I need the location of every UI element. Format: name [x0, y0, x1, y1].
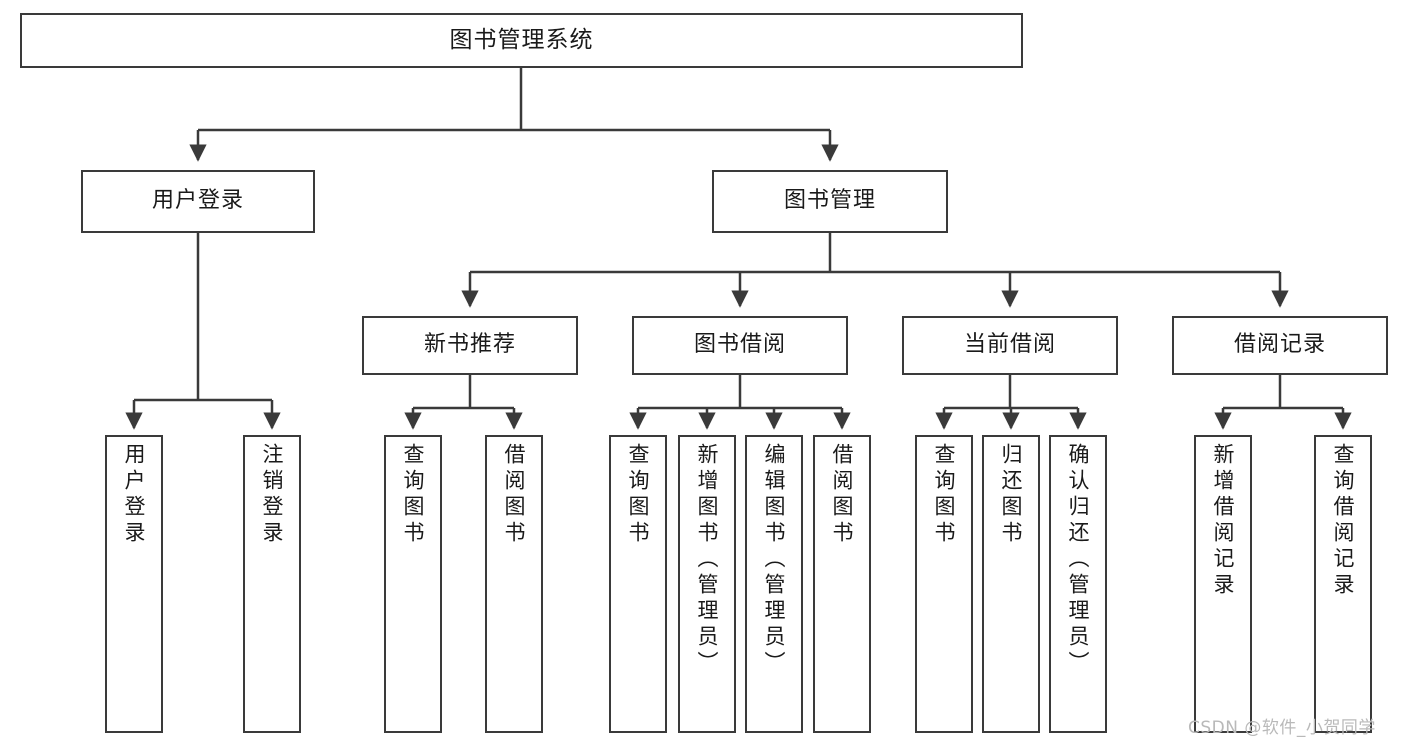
leaf-return-book[interactable]: 归还图书	[982, 435, 1040, 733]
leaf-borrow-book[interactable]: 借阅图书	[813, 435, 871, 733]
node-label: 用户登录	[151, 188, 244, 214]
node-book-manage[interactable]: 图书管理	[712, 170, 948, 233]
leaf-query-borrow-record[interactable]: 查询借阅记录	[1314, 435, 1372, 733]
leaf-query-book-current[interactable]: 查询图书	[915, 435, 973, 733]
node-label: 查询图书	[932, 443, 957, 547]
node-label: 图书管理	[783, 188, 876, 214]
leaf-borrow-book-recommend[interactable]: 借阅图书	[485, 435, 543, 733]
node-user-login[interactable]: 用户登录	[81, 170, 315, 233]
node-label: 借阅图书	[502, 443, 527, 547]
node-label: 新增图书（管理员）	[695, 443, 720, 677]
leaf-user-login[interactable]: 用户登录	[105, 435, 163, 733]
node-label: 查询图书	[626, 443, 651, 547]
node-borrow-record[interactable]: 借阅记录	[1172, 316, 1388, 375]
node-label: 借阅图书	[830, 443, 855, 547]
node-label: 借阅记录	[1233, 332, 1326, 358]
node-label: 确认归还（管理员）	[1066, 443, 1091, 677]
csdn-watermark: CSDN @软件_小贺同学	[1188, 718, 1376, 738]
leaf-add-borrow-record[interactable]: 新增借阅记录	[1194, 435, 1252, 733]
node-label: 新增借阅记录	[1211, 443, 1236, 599]
node-label: 用户登录	[122, 443, 147, 547]
node-label: 图书借阅	[693, 332, 786, 358]
leaf-confirm-return-admin[interactable]: 确认归还（管理员）	[1049, 435, 1107, 733]
leaf-query-book-recommend[interactable]: 查询图书	[384, 435, 442, 733]
node-label: 查询图书	[401, 443, 426, 547]
node-book-borrow[interactable]: 图书借阅	[632, 316, 848, 375]
node-label: 图书管理系统	[449, 26, 594, 53]
node-label: 当前借阅	[963, 332, 1056, 358]
node-label: 查询借阅记录	[1331, 443, 1356, 599]
leaf-edit-book-admin[interactable]: 编辑图书（管理员）	[745, 435, 803, 733]
node-root-system[interactable]: 图书管理系统	[20, 13, 1023, 68]
node-label: 新书推荐	[423, 332, 516, 358]
leaf-logout[interactable]: 注销登录	[243, 435, 301, 733]
node-label: 编辑图书（管理员）	[762, 443, 787, 677]
leaf-add-book-admin[interactable]: 新增图书（管理员）	[678, 435, 736, 733]
leaf-query-book-borrow[interactable]: 查询图书	[609, 435, 667, 733]
node-new-book-recommend[interactable]: 新书推荐	[362, 316, 578, 375]
node-label: 注销登录	[260, 443, 285, 547]
node-current-borrow[interactable]: 当前借阅	[902, 316, 1118, 375]
node-label: 归还图书	[999, 443, 1024, 547]
